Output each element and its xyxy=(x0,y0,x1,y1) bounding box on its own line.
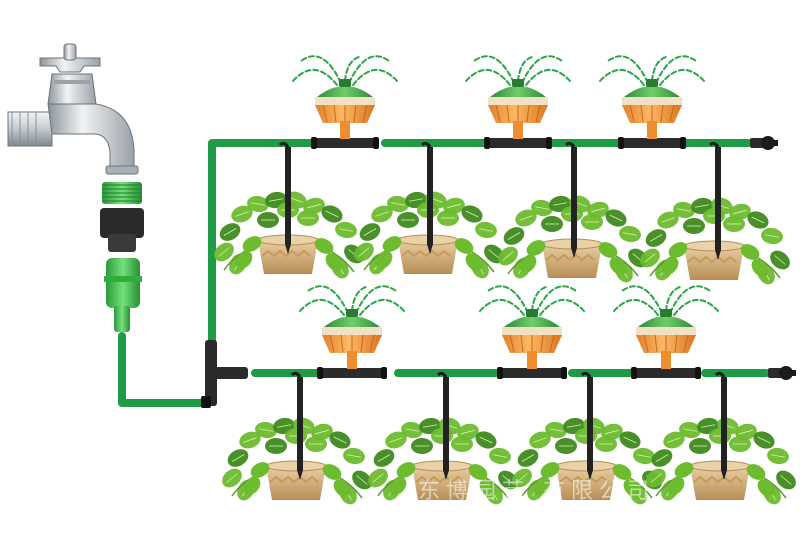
spray-arc xyxy=(525,69,571,86)
spray-arc xyxy=(479,299,525,316)
potted-plant-icon xyxy=(222,371,372,505)
quick-connector-icon xyxy=(100,208,144,332)
tee-connector-icon xyxy=(618,137,686,149)
drip-stake-icon xyxy=(564,141,577,258)
spray-arc xyxy=(307,285,349,314)
watermark-text: 东博园艺 有限公司 xyxy=(418,479,655,504)
spray-arc xyxy=(465,69,511,86)
pipe-network xyxy=(118,136,796,408)
spray-arc xyxy=(613,299,659,316)
potted-plant-icon xyxy=(368,371,518,505)
drip-stake-icon xyxy=(580,371,593,480)
spray-arc xyxy=(659,69,705,86)
spray-arc xyxy=(655,55,697,84)
supply-pipe xyxy=(118,332,209,407)
end-plug-icon xyxy=(768,366,796,380)
spray-arc xyxy=(535,285,577,314)
drip-stake-icon xyxy=(290,371,303,480)
spray-arc xyxy=(531,286,547,312)
sprinkler-icon xyxy=(465,55,571,139)
spray-arc xyxy=(517,56,533,82)
spray-arc xyxy=(299,299,345,316)
spray-arc xyxy=(300,55,342,84)
water-source xyxy=(7,43,144,332)
riser-pipe xyxy=(208,139,294,349)
spray-arc xyxy=(607,55,649,84)
sprinkler-icon xyxy=(479,285,585,369)
spray-arc xyxy=(599,69,645,86)
spray-arc xyxy=(292,69,338,86)
spray-arc xyxy=(621,285,663,314)
spray-arc xyxy=(351,286,367,312)
spray-arc xyxy=(359,299,405,316)
drip-stake-icon xyxy=(436,371,449,480)
spray-arc xyxy=(355,285,397,314)
thread-adapter-icon xyxy=(102,182,142,204)
spray-arc xyxy=(651,56,667,82)
end-plug-icon xyxy=(750,136,778,150)
potted-plant-icon xyxy=(512,371,662,505)
potted-plant-icon xyxy=(354,141,504,279)
drip-stake-icon xyxy=(420,141,433,254)
spray-arc xyxy=(673,299,719,316)
potted-plant-icon xyxy=(640,141,790,285)
drip-stake-icon xyxy=(278,141,291,254)
sprinkler-icon xyxy=(613,285,719,369)
spray-arc xyxy=(665,286,681,312)
spray-arc xyxy=(669,285,711,314)
spray-arc xyxy=(473,55,515,84)
sprinkler-icon xyxy=(292,55,398,139)
spray-arc xyxy=(487,285,529,314)
spray-arc xyxy=(539,299,585,316)
faucet-icon xyxy=(7,43,139,175)
tee-connector-icon xyxy=(201,340,248,408)
tee-connector-icon xyxy=(484,137,552,149)
drip-stake-icon xyxy=(708,141,721,260)
tee-connector-icon xyxy=(497,367,567,379)
sprinkler-group xyxy=(292,55,719,369)
tee-connector-icon xyxy=(631,367,701,379)
potted-plant-icon xyxy=(646,371,796,505)
sprinkler-icon xyxy=(299,285,405,369)
plant-group xyxy=(214,141,796,505)
sprinkler-icon xyxy=(599,55,705,139)
spray-arc xyxy=(521,55,563,84)
spray-arc xyxy=(352,69,398,86)
tee-connector-icon xyxy=(317,367,387,379)
tee-connector-icon xyxy=(311,137,379,149)
potted-plant-icon xyxy=(214,141,364,279)
spray-arc xyxy=(344,56,360,82)
drip-stake-icon xyxy=(714,371,727,480)
potted-plant-icon xyxy=(498,141,648,283)
spray-arc xyxy=(348,55,390,84)
